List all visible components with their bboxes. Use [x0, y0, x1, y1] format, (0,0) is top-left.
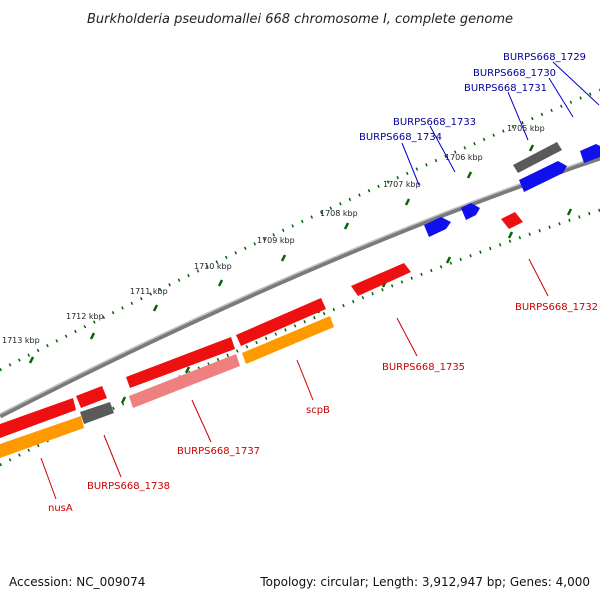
gene-label-burps668-1738[interactable]: BURPS668_1738 [87, 481, 170, 492]
red-labels: BURPS668_1732 BURPS668_1735 scpB BURPS66… [48, 302, 598, 514]
gene-label-burps668-1732[interactable]: BURPS668_1732 [515, 302, 598, 313]
tick-label: 1710 kbp [194, 262, 232, 271]
blue-labels: BURPS668_1729 BURPS668_1730 BURPS668_173… [359, 52, 586, 143]
tick-label: 1706 kbp [445, 153, 483, 162]
gene-burps668-1735[interactable] [351, 263, 411, 296]
gene-burps668-1732[interactable] [501, 212, 523, 229]
gene-burps668-1734[interactable] [424, 217, 451, 237]
gene-label-burps668-1729[interactable]: BURPS668_1729 [503, 52, 586, 63]
gene-nusa[interactable] [0, 416, 84, 458]
gene-red-left[interactable] [0, 398, 76, 438]
tick-label: 1713 kbp [2, 336, 40, 345]
kbp-tick-labels: 1705 kbp 1706 kbp 1707 kbp 1708 kbp 1709… [2, 124, 545, 345]
genome-backbone-highlight [0, 155, 600, 415]
gene-label-burps668-1735[interactable]: BURPS668_1735 [382, 362, 465, 373]
tick-label: 1707 kbp [383, 180, 421, 189]
reverse-features [0, 212, 523, 458]
tick-label: 1708 kbp [320, 209, 358, 218]
gene-label-burps668-1731[interactable]: BURPS668_1731 [464, 83, 547, 94]
gene-label-nusa[interactable]: nusA [48, 503, 73, 514]
gene-red-small[interactable] [76, 386, 107, 408]
gene-label-burps668-1734[interactable]: BURPS668_1734 [359, 132, 442, 143]
genome-summary-text: Topology: circular; Length: 3,912,947 bp… [259, 575, 590, 589]
tick-label: 1709 kbp [257, 236, 295, 245]
gene-burps668-1737[interactable] [126, 337, 235, 388]
gene-burps668-1733[interactable] [461, 203, 480, 220]
gene-label-burps668-1737[interactable]: BURPS668_1737 [177, 446, 260, 457]
genome-backbone [0, 155, 600, 419]
tick-label: 1712 kbp [66, 312, 104, 321]
gene-burps668-1738[interactable] [80, 402, 114, 424]
tick-label: 1705 kbp [507, 124, 545, 133]
gene-scpb[interactable] [242, 316, 334, 364]
blue-leader-lines [401, 61, 600, 186]
forward-features [424, 142, 600, 237]
gene-label-burps668-1733[interactable]: BURPS668_1733 [393, 117, 476, 128]
gene-label-burps668-1730[interactable]: BURPS668_1730 [473, 68, 556, 79]
gene-red-upper[interactable] [236, 298, 326, 346]
gene-burps668-1737-rna[interactable] [129, 354, 240, 408]
gene-burps668-1729[interactable] [580, 144, 600, 163]
accession-text: Accession: NC_009074 [9, 575, 145, 589]
gene-burps668-1731[interactable] [519, 161, 567, 192]
outer-tick-ring [0, 88, 600, 372]
tick-label: 1711 kbp [130, 287, 168, 296]
gene-burps668-1730[interactable] [513, 142, 562, 173]
red-leader-lines [40, 258, 549, 500]
gene-label-scpb[interactable]: scpB [306, 405, 330, 416]
outer-major-ticks [28, 144, 535, 364]
map-title: Burkholderia pseudomallei 668 chromosome… [87, 12, 513, 27]
